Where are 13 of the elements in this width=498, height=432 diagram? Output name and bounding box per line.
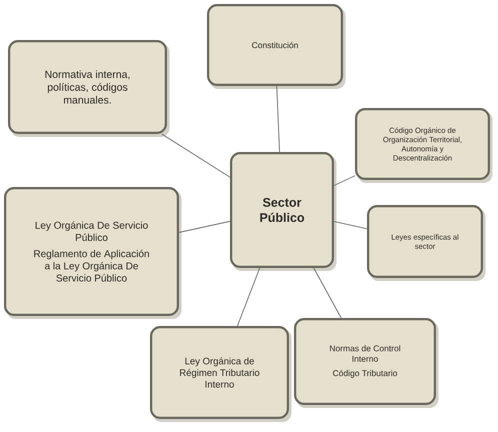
text-box: Ley Orgánica de Régimen Tributario Interno bbox=[150, 326, 292, 422]
connector-line bbox=[178, 220, 230, 233]
connector-line bbox=[276, 86, 280, 152]
text-box: Normas de Control Interno Código Tributario bbox=[294, 318, 438, 408]
connector-line bbox=[334, 175, 356, 186]
text-box: Ley Orgánica De Servicio Público Reglamento de Aplicación a la Ley Orgánica De Servicio Público bbox=[4, 187, 182, 319]
connector-line bbox=[334, 221, 368, 230]
connector-line bbox=[236, 268, 260, 326]
text-box: Constitución bbox=[207, 4, 346, 89]
text-box: Normativa interna, políticas, códigos manuales. bbox=[8, 40, 170, 137]
connector-line bbox=[313, 268, 342, 318]
text-box: Sector Público bbox=[230, 152, 336, 271]
connector-line bbox=[161, 134, 230, 178]
